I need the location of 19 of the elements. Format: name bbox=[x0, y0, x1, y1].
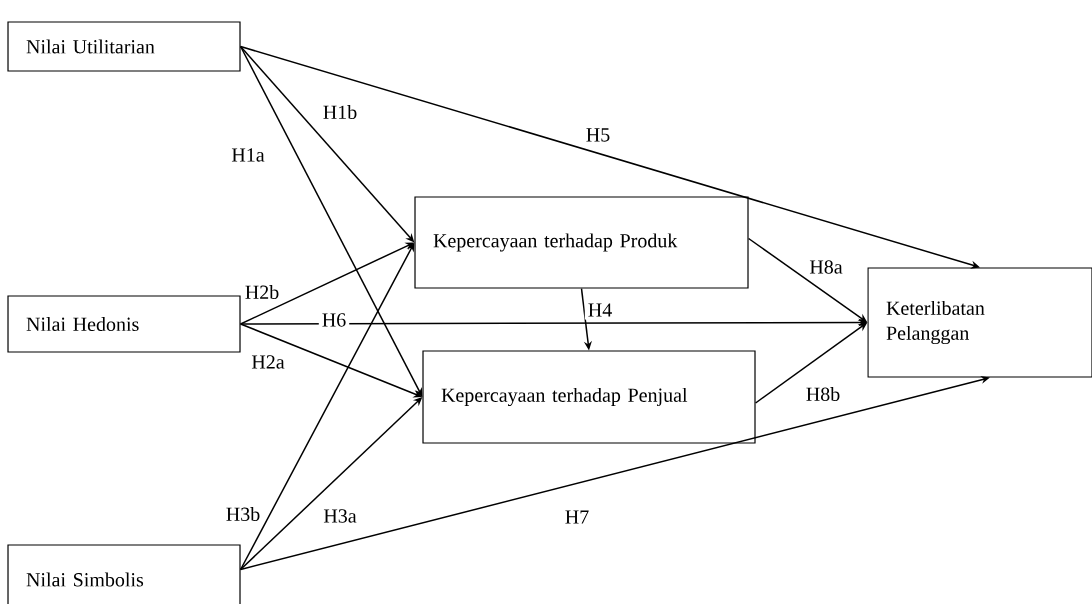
edge-label: H3a bbox=[320, 506, 360, 526]
concept-box: Nilai Utilitarian bbox=[7, 21, 241, 72]
concept-box: Nilai Simbolis bbox=[7, 544, 241, 604]
concept-box: Kepercayaan terhadap Produk bbox=[414, 196, 749, 289]
edge-label: H1b bbox=[319, 101, 361, 123]
edge-label: H2b bbox=[241, 281, 283, 303]
edge-label: H3b bbox=[222, 503, 264, 525]
edge-label: H5 bbox=[582, 125, 614, 145]
edge-label: H2a bbox=[248, 352, 288, 372]
edge-label: H1a bbox=[228, 145, 268, 165]
concept-box: Kepercayaan terhadap Penjual bbox=[422, 350, 756, 444]
edge-label: H6 bbox=[318, 310, 350, 330]
edge-label: H7 bbox=[561, 507, 593, 527]
edge-label: H4 bbox=[584, 300, 616, 320]
edge-label: H8b bbox=[802, 383, 844, 405]
concept-box: Nilai Hedonis bbox=[7, 295, 241, 353]
edge-label: H8a bbox=[806, 257, 846, 277]
arrow bbox=[239, 45, 423, 397]
concept-box: Keterlibatan Pelanggan bbox=[867, 267, 1092, 378]
